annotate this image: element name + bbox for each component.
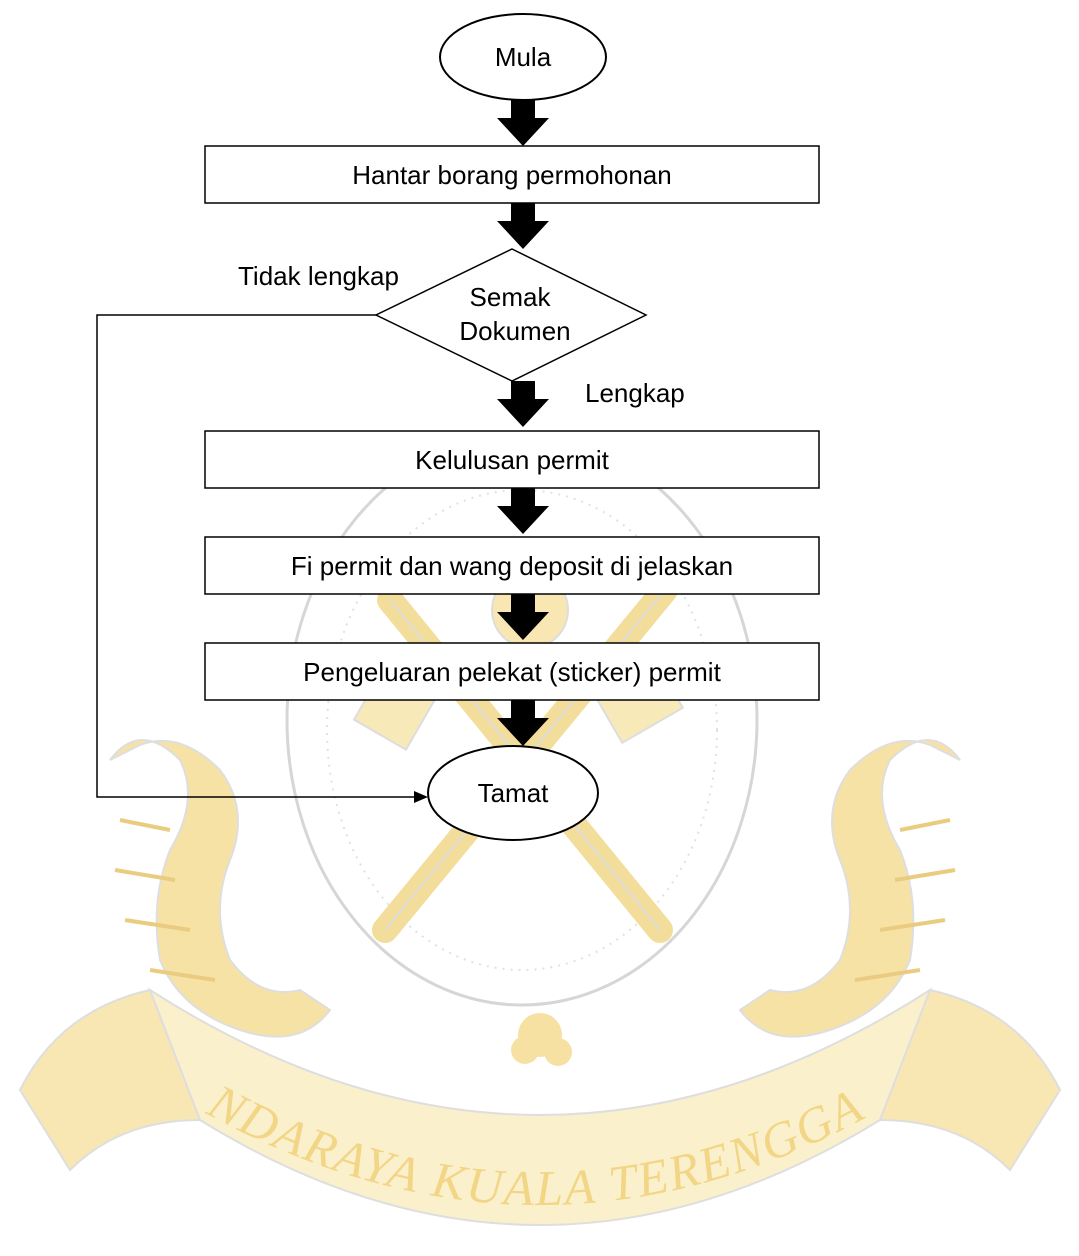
check-label-line1: Semak — [470, 282, 552, 312]
arrow-start-to-submit — [497, 100, 549, 146]
approval-node: Kelulusan permit — [204, 430, 820, 489]
end-label: Tamat — [478, 778, 550, 808]
end-node: Tamat — [427, 745, 599, 841]
flowchart: Mula Hantar borang permohonan Semak Doku… — [96, 13, 820, 841]
check-label-line2: Dokumen — [459, 316, 570, 346]
arrow-approval-to-payment — [497, 488, 549, 534]
sticker-label: Pengeluaran pelekat (sticker) permit — [303, 657, 721, 687]
edge-label-incomplete: Tidak lengkap — [238, 261, 399, 291]
submit-label: Hantar borang permohonan — [352, 160, 671, 190]
incomplete-return-connector — [96, 314, 428, 803]
start-label: Mula — [495, 42, 552, 72]
payment-label: Fi permit dan wang deposit di jelaskan — [291, 551, 733, 581]
arrow-check-to-approval — [497, 381, 549, 427]
watermark-crest-inner-oval — [326, 489, 718, 971]
check-decision-node: Semak Dokumen — [374, 248, 648, 382]
arrow-submit-to-check — [497, 203, 549, 249]
payment-node: Fi permit dan wang deposit di jelaskan — [204, 536, 820, 595]
submit-node: Hantar borang permohonan — [204, 145, 820, 204]
approval-label: Kelulusan permit — [415, 445, 609, 475]
watermark-left-tiger — [109, 739, 332, 1038]
start-node: Mula — [439, 13, 607, 101]
edge-label-complete: Lengkap — [585, 378, 685, 408]
arrow-payment-to-sticker — [497, 594, 549, 640]
incomplete-return-arrowhead — [414, 791, 428, 803]
watermark-right-tiger — [738, 739, 961, 1038]
sticker-node: Pengeluaran pelekat (sticker) permit — [204, 642, 820, 701]
arrow-sticker-to-end — [497, 700, 549, 746]
